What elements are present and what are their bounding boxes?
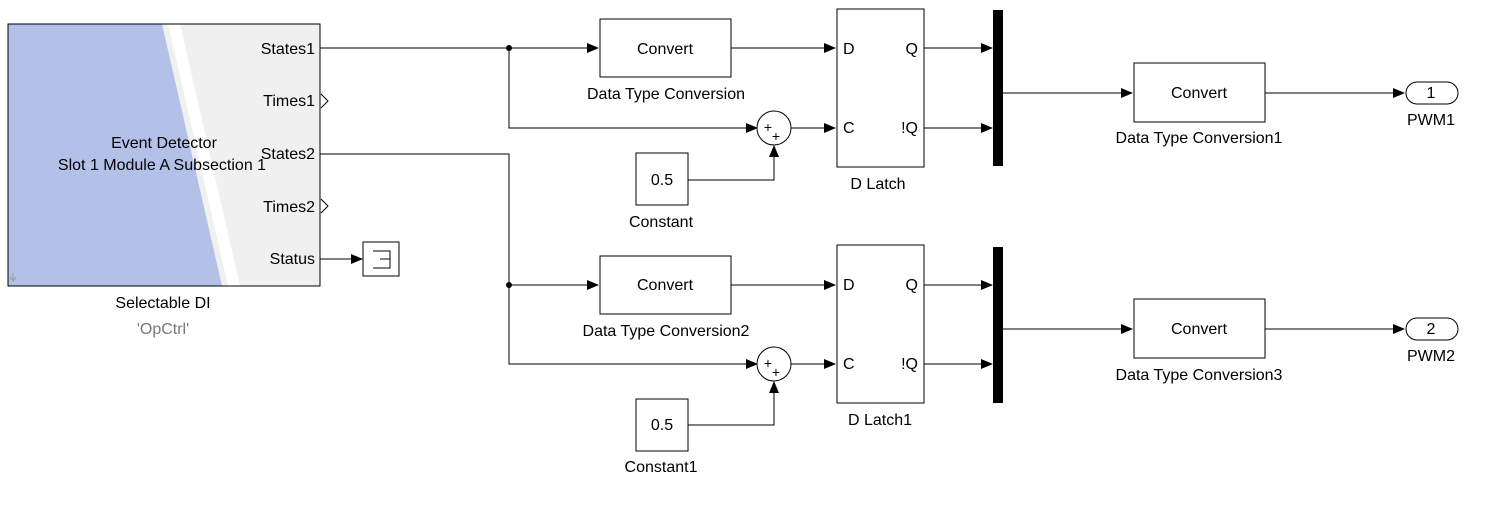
data-type-conversion2-block[interactable]: Convert (599, 255, 732, 315)
data-type-conversion-name: Data Type Conversion (587, 86, 745, 103)
data-type-conversion3-block[interactable]: Convert (1133, 298, 1266, 359)
data-type-conversion-block[interactable]: Convert (599, 18, 732, 78)
mux1-block[interactable] (993, 247, 1003, 403)
d-latch-block[interactable]: D C Q !Q (836, 8, 925, 168)
data-type-conversion2-name: Data Type Conversion2 (583, 323, 750, 340)
states1-wires (320, 43, 758, 133)
latch-port-q: Q (906, 41, 918, 58)
port-label-states2: States2 (261, 146, 315, 163)
latch-port-q: Q (906, 277, 918, 294)
convert-label: Convert (637, 277, 694, 294)
states2-wires (320, 153, 758, 369)
outport-1-name: PWM1 (1407, 112, 1455, 129)
outport-number: 2 (1427, 321, 1436, 338)
d-latch-name: D Latch (850, 176, 905, 193)
terminator-icon (373, 250, 391, 269)
outport-1[interactable]: 1 (1405, 81, 1459, 105)
constant-name: Constant (629, 214, 694, 231)
event-detector-mask-param: 'OpCtrl' (137, 321, 189, 338)
data-type-conversion3-name: Data Type Conversion3 (1116, 367, 1283, 384)
sum-block[interactable]: + + (756, 110, 792, 146)
latch-port-not-q: !Q (901, 356, 918, 373)
sum-sign-1: + (764, 355, 772, 371)
event-detector-title: Event Detector (111, 135, 218, 152)
sum-sign-2: + (772, 128, 780, 144)
event-detector-subtitle: Slot 1 Module A Subsection 1 (58, 157, 266, 174)
data-type-conversion1-name: Data Type Conversion1 (1116, 130, 1283, 147)
latch-port-d: D (843, 277, 855, 294)
event-detector-name: Selectable DI (115, 295, 210, 312)
convert-label: Convert (1171, 85, 1228, 102)
constant1-block[interactable]: 0.5 (635, 398, 689, 452)
down-arrow-icon (9, 273, 17, 282)
convert-label: Convert (1171, 321, 1228, 338)
outport-2[interactable]: 2 (1405, 317, 1459, 341)
latch-port-not-q: !Q (901, 120, 918, 137)
constant-value: 0.5 (651, 172, 673, 189)
d-latch1-block[interactable]: D C Q !Q (836, 244, 925, 404)
port-label-times2: Times2 (263, 199, 315, 216)
sum-sign-2: + (772, 364, 780, 380)
data-type-conversion1-block[interactable]: Convert (1133, 62, 1266, 123)
sum-sign-1: + (764, 119, 772, 135)
outport-2-name: PWM2 (1407, 348, 1455, 365)
port-label-states1: States1 (261, 41, 315, 58)
d-latch1-name: D Latch1 (848, 412, 912, 429)
port-label-times1: Times1 (263, 93, 315, 110)
times1-port-chevron-icon (320, 93, 329, 109)
event-detector-border (7, 23, 321, 287)
constant-block[interactable]: 0.5 (635, 152, 689, 206)
latch-port-c: C (843, 120, 855, 137)
event-detector-stripe (168, 24, 240, 286)
event-detector-blue-region (8, 24, 222, 286)
latch-port-d: D (843, 41, 855, 58)
constant1-name: Constant1 (625, 459, 698, 476)
sum-block-2[interactable]: + + (756, 346, 792, 382)
outport-number: 1 (1427, 85, 1436, 102)
times2-port-chevron-icon (320, 198, 329, 214)
constant-value: 0.5 (651, 417, 673, 434)
mux-block[interactable] (993, 10, 1003, 166)
latch-port-c: C (843, 356, 855, 373)
convert-label: Convert (637, 41, 694, 58)
event-detector-block[interactable]: Event Detector Slot 1 Module A Subsectio… (7, 23, 329, 287)
terminator-block[interactable] (362, 241, 400, 277)
port-label-status: Status (270, 251, 315, 268)
